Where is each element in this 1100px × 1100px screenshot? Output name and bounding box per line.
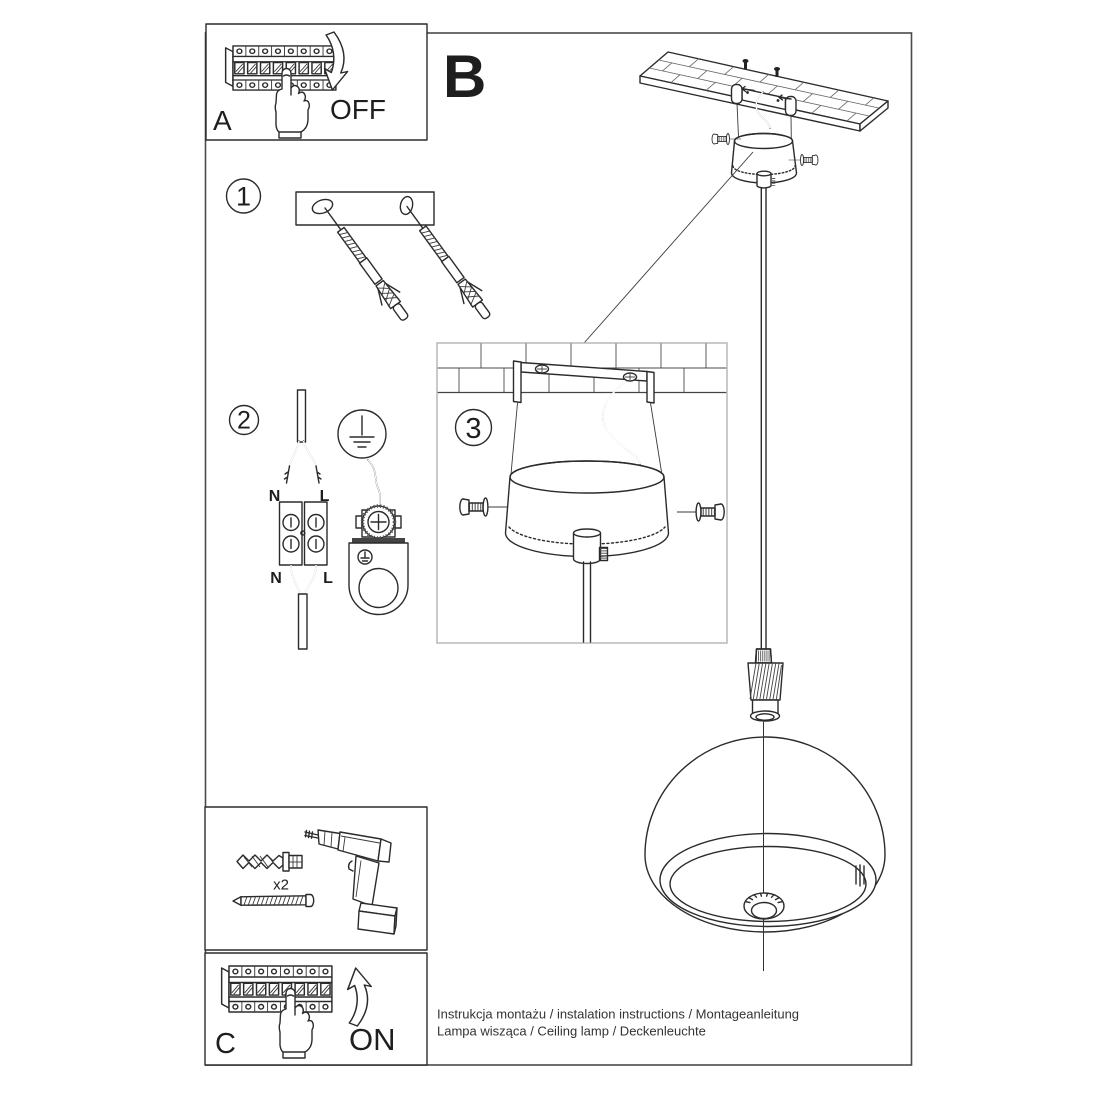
footer-line-2: Lampa wisząca / Ceiling lamp / Deckenleu… xyxy=(437,1024,706,1039)
slab-bolt-icon xyxy=(742,59,780,77)
mounting-bracket-icon xyxy=(510,360,663,476)
panel-a-label: A xyxy=(213,105,232,136)
wire-label-l-top: L xyxy=(320,488,330,505)
pendant-cord-icon xyxy=(760,187,767,650)
step2-number: 2 xyxy=(237,407,251,435)
wire-label-l-bottom: L xyxy=(323,570,333,587)
cord-grip-icon xyxy=(756,170,776,189)
circuit-breaker-icon xyxy=(222,966,332,1012)
step1-number: 1 xyxy=(236,182,251,212)
step2-group: 2 N L N L xyxy=(228,389,409,650)
wire-label-n-top: N xyxy=(269,488,281,505)
step3-panel: 3 xyxy=(436,342,727,644)
drill-icon xyxy=(304,829,398,935)
dome-shade-icon xyxy=(644,722,886,971)
step1-group: 1 xyxy=(225,178,498,327)
footer-text: Instrukcja montażu / instalation instruc… xyxy=(437,1007,799,1039)
panel-a: A OFF xyxy=(205,23,428,141)
hardware-panel: x2 xyxy=(204,806,428,951)
detail-leader-line xyxy=(584,151,754,343)
section-b-label: B xyxy=(443,43,486,110)
ceiling-bracket-icon xyxy=(730,83,797,156)
panel-c-label: C xyxy=(215,1028,236,1060)
on-label: ON xyxy=(349,1022,396,1057)
circuit-breaker-icon xyxy=(226,46,336,90)
wood-screw-icon xyxy=(232,893,315,908)
page-frame xyxy=(204,32,913,1066)
footer-line-1: Instrukcja montażu / instalation instruc… xyxy=(437,1007,799,1022)
canopy-detail-icon xyxy=(460,460,724,643)
lamp-cable-icon xyxy=(290,564,317,650)
step3-number: 3 xyxy=(465,413,481,445)
main-fixture-view xyxy=(584,51,889,650)
step1-badge xyxy=(225,178,262,214)
earth-clamp-icon xyxy=(348,504,409,616)
shade-socket-icon xyxy=(743,892,785,920)
canopy-icon xyxy=(712,133,818,189)
off-label: OFF xyxy=(330,94,386,125)
terminal-block-icon xyxy=(278,501,328,566)
cord-grip-icon xyxy=(572,528,609,565)
mains-cable-icon xyxy=(283,389,322,484)
lamp-socket-icon xyxy=(747,648,784,722)
wire-label-n-bottom: N xyxy=(270,570,282,587)
earth-wire-icon xyxy=(367,459,381,506)
panel-c: C ON xyxy=(204,952,428,1066)
wall-plug-icon xyxy=(236,851,303,872)
step2-badge xyxy=(228,404,260,436)
earth-mini-symbol-icon xyxy=(357,549,373,565)
earth-symbol-icon xyxy=(337,409,387,459)
step3-badge xyxy=(454,408,493,447)
mounting-plate-icon xyxy=(295,191,435,226)
hardware-count-label: x2 xyxy=(273,877,289,894)
